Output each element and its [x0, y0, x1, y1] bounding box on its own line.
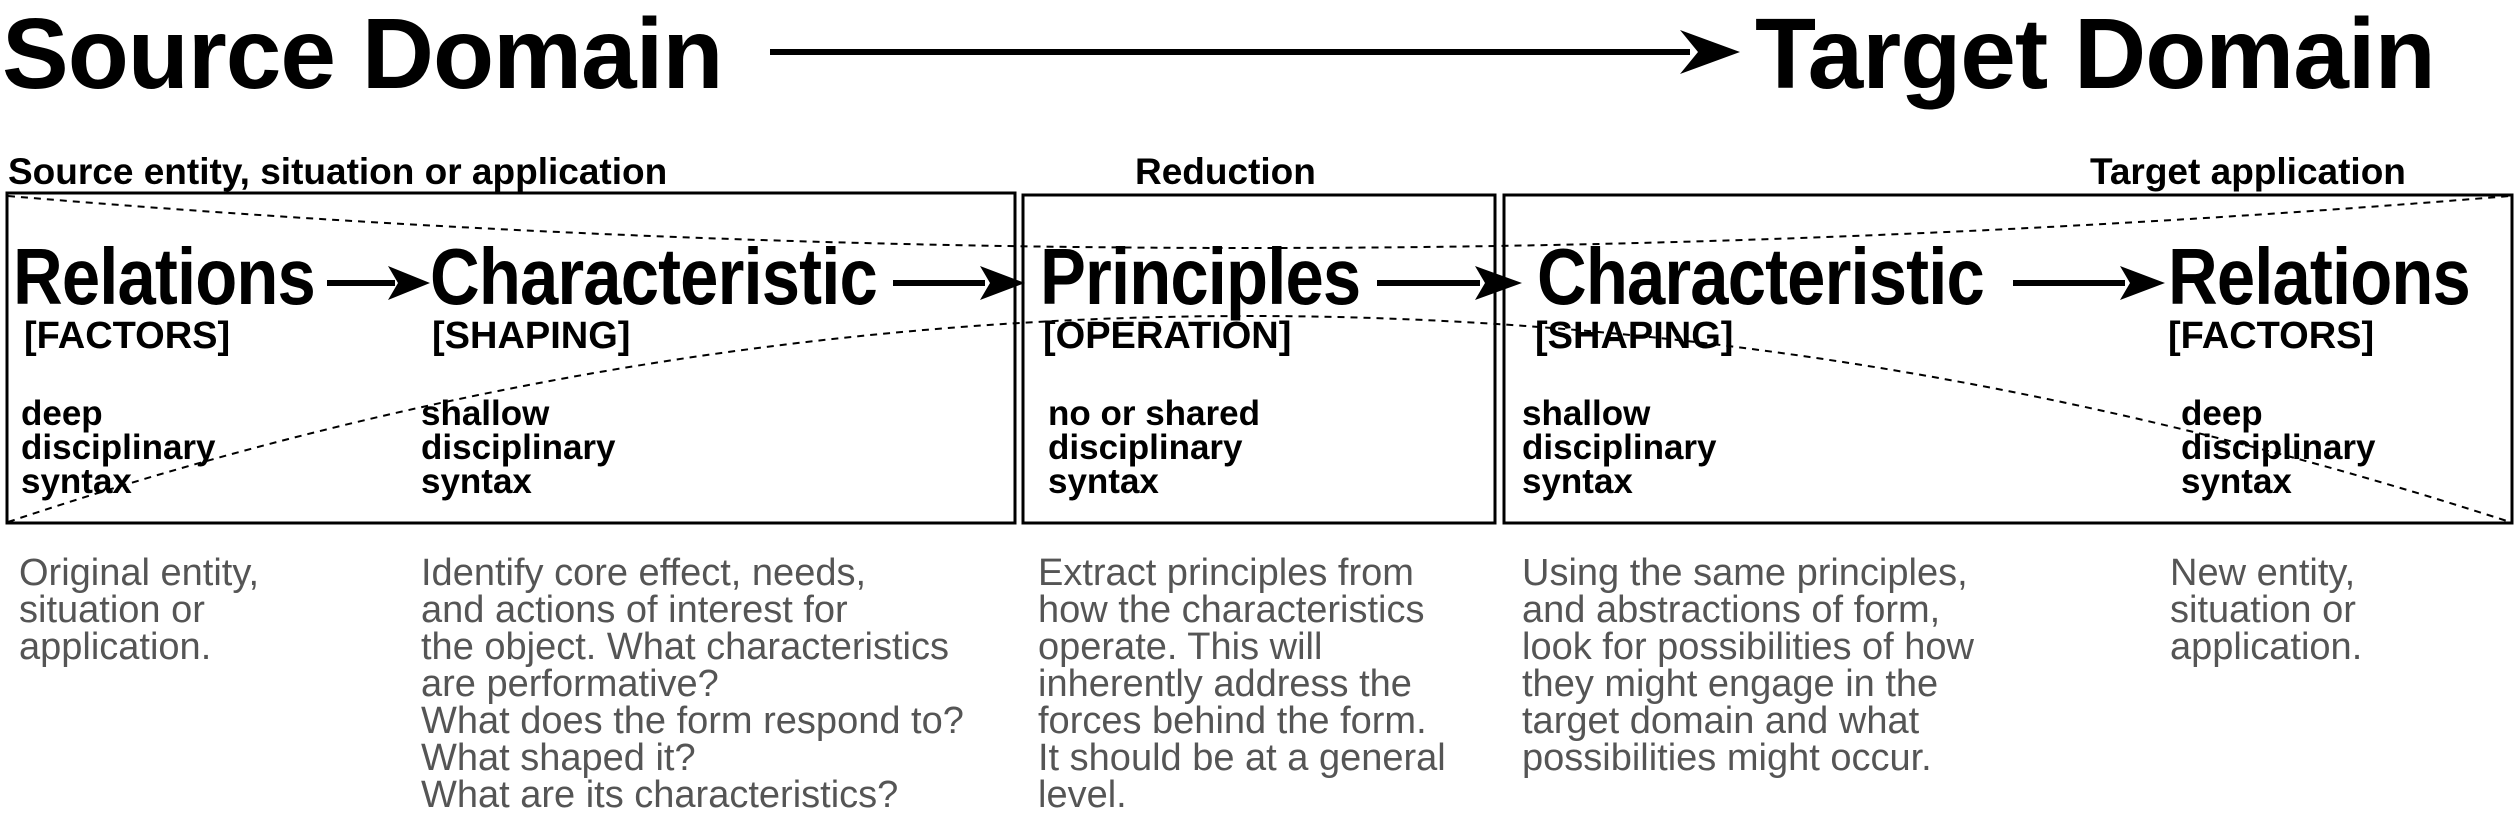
flow-arrow-3-head — [1475, 266, 1522, 300]
node-principles-subtitle: [OPERATION] — [1043, 315, 1292, 357]
source-box — [5, 191, 1017, 525]
node-characteristic-source-description: Identify core effect, needs, and actions… — [421, 552, 964, 816]
node-characteristic-source-subtitle: [SHAPING] — [432, 315, 631, 357]
node-relations-target-syntax: deep disciplinary syntax — [2181, 394, 2376, 501]
dashed-curve-upper — [7, 195, 2511, 249]
node-characteristic-target-syntax: shallow disciplinary syntax — [1522, 394, 1717, 501]
flow-arrow-1-head — [388, 266, 430, 300]
flow-arrow-4-head — [2120, 266, 2165, 300]
target-section-label: Target application — [2090, 151, 2406, 192]
node-principles-description: Extract principles from how the characte… — [1038, 552, 1446, 816]
node-relations-source-title: Relations — [13, 232, 316, 321]
dashed-curve-lower — [7, 315, 2511, 523]
node-characteristic-target-title: Characteristic — [1537, 232, 1985, 321]
target-domain-title: Target Domain — [1755, 0, 2436, 110]
source-domain-title: Source Domain — [2, 0, 723, 110]
node-characteristic-source-syntax: shallow disciplinary syntax — [421, 394, 616, 501]
node-relations-source-description: Original entity, situation or applicatio… — [19, 552, 260, 668]
reduction-section-label: Reduction — [1135, 151, 1316, 192]
node-characteristic-target-subtitle: [SHAPING] — [1535, 315, 1734, 357]
node-relations-target-description: New entity, situation or application. — [2170, 552, 2363, 668]
node-relations-source-subtitle: [FACTORS] — [24, 315, 231, 357]
node-characteristic-target-description: Using the same principles, and abstracti… — [1522, 552, 1974, 779]
reduction-box — [1021, 193, 1497, 525]
source-section-label: Source entity, situation or application — [8, 151, 668, 192]
node-principles-syntax: no or shared disciplinary syntax — [1048, 394, 1260, 501]
target-box — [1502, 193, 2514, 525]
node-relations-target-subtitle: [FACTORS] — [2168, 315, 2375, 357]
node-characteristic-source-title: Characteristic — [430, 232, 878, 321]
node-principles-title: Principles — [1040, 232, 1361, 321]
node-relations-target-title: Relations — [2168, 232, 2471, 321]
flow-arrow-2-head — [980, 266, 1025, 300]
domain-arrow-head — [1680, 30, 1740, 74]
node-relations-source-syntax: deep disciplinary syntax — [21, 394, 216, 501]
